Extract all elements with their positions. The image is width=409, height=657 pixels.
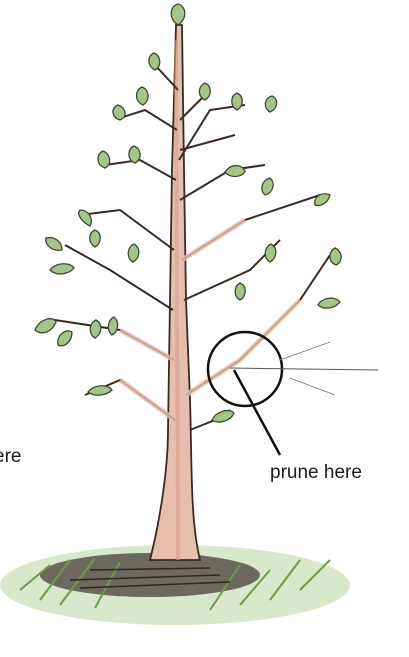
prune-marker [208, 332, 378, 455]
prune-here-label: prune here [270, 462, 362, 484]
pointer-label-partial: ere [0, 446, 21, 468]
tree-branches [55, 65, 330, 430]
tree-trunk [150, 25, 200, 560]
